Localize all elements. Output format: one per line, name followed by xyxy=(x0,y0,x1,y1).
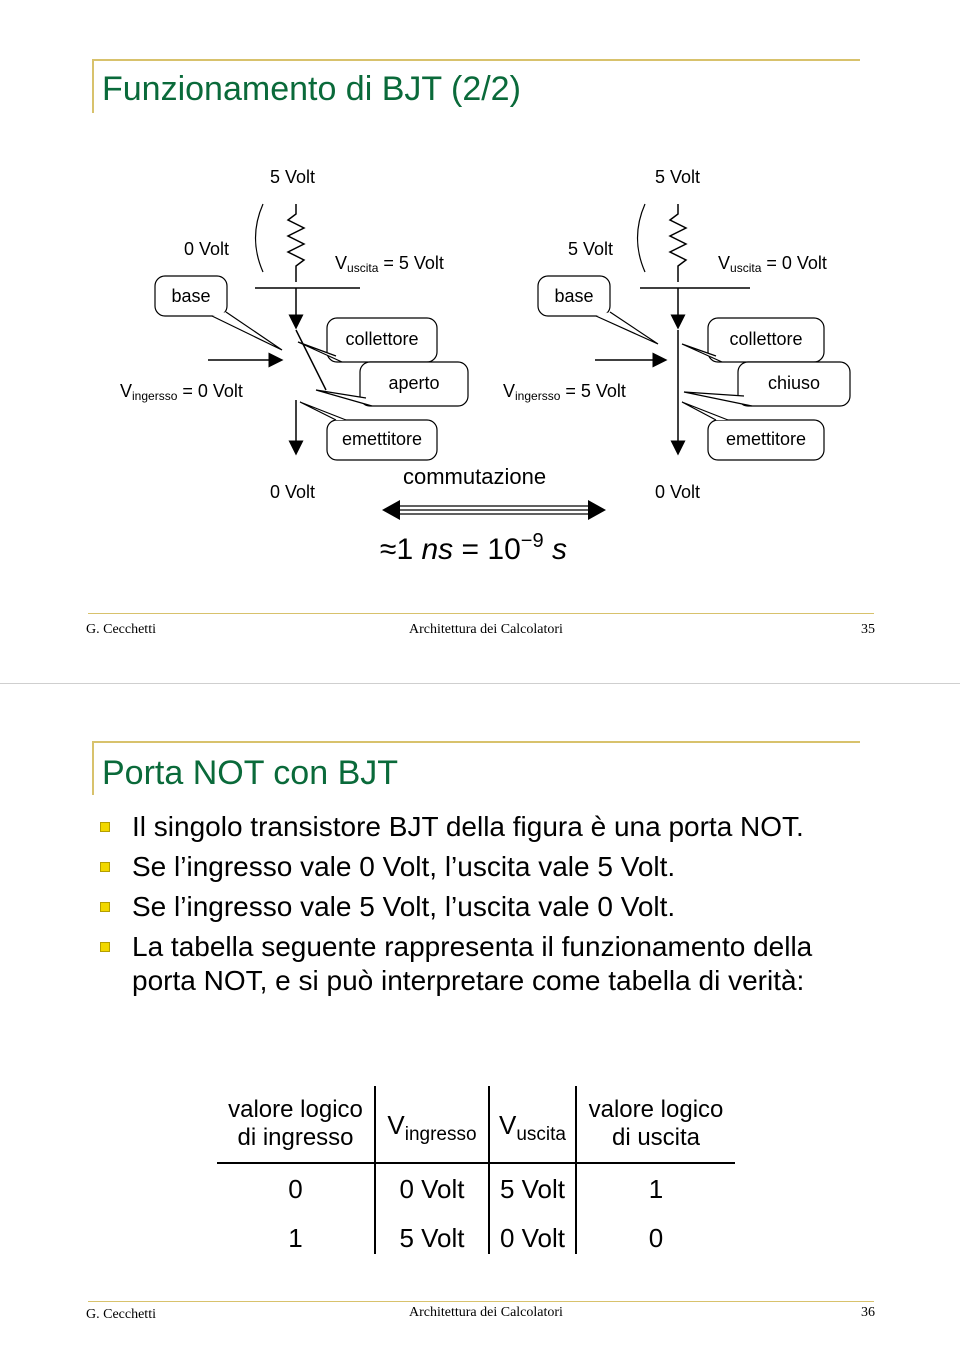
footer-course: Architettura dei Calcolatori xyxy=(409,1305,563,1320)
left-emitter-callout: emettitore xyxy=(341,429,423,449)
left-ground-voltage: 0 Volt xyxy=(270,482,316,502)
resistor-icon xyxy=(286,204,306,282)
left-collector-callout: collettore xyxy=(345,329,419,349)
slide-35: Funzionamento di BJT (2/2) xyxy=(0,0,960,683)
right-circuit xyxy=(537,203,851,461)
footer-page-number: 35 xyxy=(861,622,875,637)
bullet-square-icon xyxy=(100,902,110,912)
table-rule-vertical xyxy=(374,1086,376,1254)
table-cell: 0 xyxy=(288,1174,303,1204)
slide-divider xyxy=(0,683,960,684)
slide-36: Porta NOT con BJT Il singolo transistore… xyxy=(0,684,960,1367)
right-supply-voltage: 5 Volt xyxy=(655,167,701,187)
footer-rule xyxy=(88,1301,874,1302)
left-output-voltage: Vuscita = 5 Volt xyxy=(335,253,444,275)
right-base-callout: base xyxy=(554,286,594,306)
title-rule xyxy=(92,59,860,61)
table-header-vin: Vingresso xyxy=(387,1110,477,1146)
table-cell: 1 xyxy=(648,1174,664,1204)
footer-page-number: 36 xyxy=(861,1305,875,1320)
table-cell: 0 xyxy=(648,1223,664,1253)
right-emitter-callout: emettitore xyxy=(725,429,807,449)
bullet-square-icon xyxy=(100,942,110,952)
table-rule-vertical xyxy=(488,1086,490,1254)
slide-title: Porta NOT con BJT xyxy=(102,754,399,792)
table-cell: 0 Volt xyxy=(399,1174,465,1204)
table-rule-vertical xyxy=(575,1086,577,1254)
bullet-item: Se l’ingresso vale 5 Volt, l’uscita vale… xyxy=(100,890,860,924)
left-state-callout: aperto xyxy=(388,373,440,393)
table-cell: 5 Volt xyxy=(499,1174,566,1204)
table-cell: 0 Volt xyxy=(499,1223,566,1253)
open-switch xyxy=(295,329,327,391)
table-cell: 5 Volt xyxy=(399,1223,465,1253)
title-rule xyxy=(92,741,860,743)
left-supply-voltage: 5 Volt xyxy=(270,167,316,187)
title-rule-vertical xyxy=(92,59,94,113)
slide-title: Funzionamento di BJT (2/2) xyxy=(102,70,521,108)
right-input-voltage: 5 Volt xyxy=(568,239,614,259)
bullet-square-icon xyxy=(100,862,110,872)
left-input-label: Vingersso = 0 Volt xyxy=(120,381,243,403)
right-state-callout: chiuso xyxy=(767,373,821,393)
bullet-item: La tabella seguente rappresenta il funzi… xyxy=(100,930,860,998)
title-rule-vertical xyxy=(92,741,94,795)
table-header-vout: Vuscita xyxy=(499,1110,566,1146)
table-cell: 1 xyxy=(288,1223,303,1253)
right-input-label: Vingersso = 5 Volt xyxy=(503,381,626,403)
right-collector-callout: collettore xyxy=(729,329,803,349)
commutation-arrow xyxy=(382,500,606,520)
left-input-voltage: 0 Volt xyxy=(184,239,230,259)
footer-author: G. Cecchetti xyxy=(86,622,156,637)
left-base-callout: base xyxy=(171,286,211,306)
right-ground-voltage: 0 Volt xyxy=(655,482,701,502)
bullet-list: Il singolo transistore BJT della figura … xyxy=(100,810,860,1004)
table-rule-horizontal xyxy=(217,1162,735,1164)
resistor-icon xyxy=(668,204,688,282)
bullet-item: Il singolo transistore BJT della figura … xyxy=(100,810,860,844)
bullet-item: Se l’ingresso vale 0 Volt, l’uscita vale… xyxy=(100,850,860,884)
footer-course: Architettura dei Calcolatori xyxy=(409,622,563,637)
bjt-circuit-diagram xyxy=(154,203,851,520)
bullet-square-icon xyxy=(100,822,110,832)
commutation-label: commutazione xyxy=(403,464,547,489)
footer-author: G. Cecchetti xyxy=(86,1307,156,1322)
switching-time-formula: ≈1 ns = 10−9 s xyxy=(380,530,567,566)
right-output-voltage: Vuscita = 0 Volt xyxy=(718,253,827,275)
left-circuit xyxy=(154,203,469,461)
footer-rule xyxy=(88,613,874,614)
